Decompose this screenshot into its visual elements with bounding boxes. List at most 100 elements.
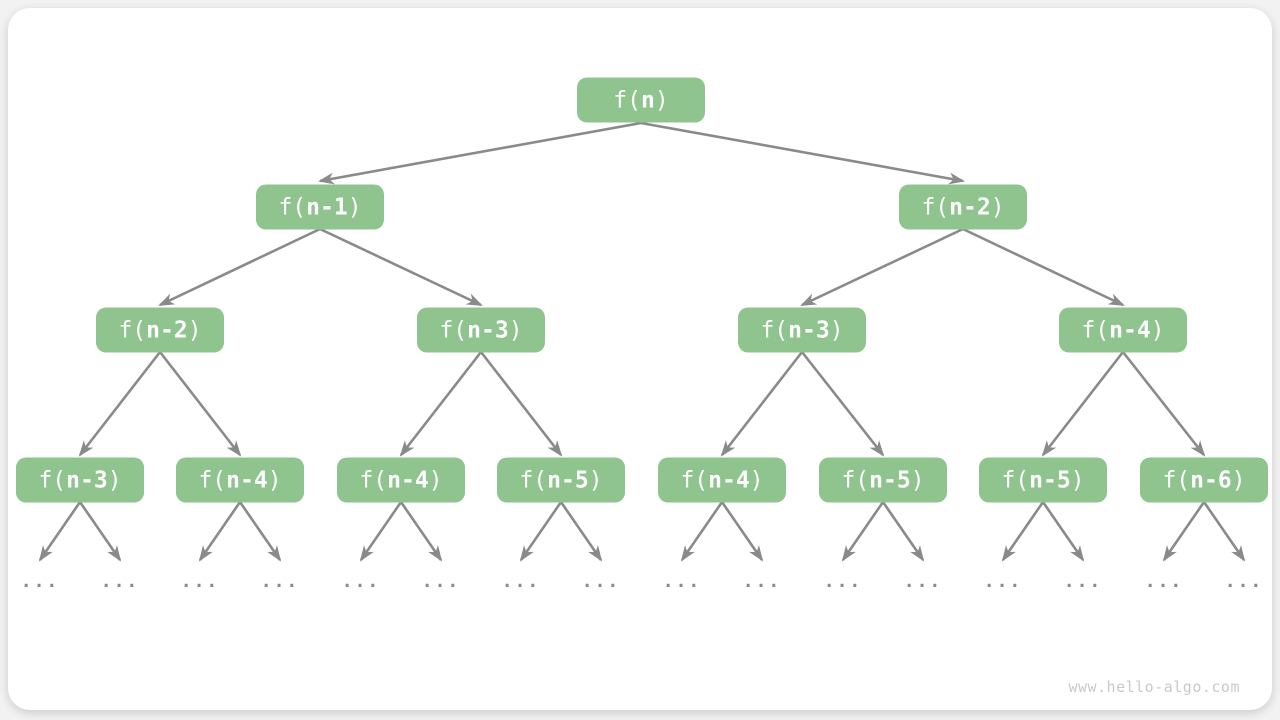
tree-node-l3-0: f(n-2)	[96, 307, 224, 353]
edge-arrow	[1162, 501, 1206, 562]
edge-arrow	[1041, 351, 1125, 457]
edge-arrow	[800, 351, 885, 457]
node-label-prefix: f(	[613, 87, 641, 113]
node-label-prefix: f(	[1081, 317, 1110, 343]
leaf-ellipsis: ...	[823, 571, 863, 592]
leaf-ellipsis: ...	[20, 571, 60, 592]
node-label-prefix: f(	[921, 194, 950, 220]
edge-arrow	[1202, 501, 1246, 562]
node-label-arg: n-4	[226, 467, 268, 493]
leaf-ellipsis: ...	[100, 571, 140, 592]
edge-arrow	[318, 121, 642, 185]
tree-node-l3-2: f(n-3)	[738, 307, 866, 353]
edge-arrow	[78, 351, 162, 457]
node-label-arg: n-1	[306, 194, 348, 220]
edge-arrow	[38, 501, 82, 562]
edge-arrow	[1001, 501, 1045, 562]
edge-arrow	[158, 227, 321, 307]
node-label-arg: n-4	[387, 467, 429, 493]
leaf-ellipsis: ...	[742, 571, 782, 592]
node-label-prefix: f(	[760, 317, 789, 343]
edge-arrow	[559, 501, 603, 562]
node-label-suffix: )	[829, 317, 844, 343]
leaf-ellipsis: ...	[341, 571, 381, 592]
node-label-suffix: )	[428, 467, 443, 493]
node-label-arg: n-2	[949, 194, 991, 220]
node-label-prefix: f(	[198, 467, 227, 493]
tree-node-l3-3: f(n-4)	[1059, 307, 1187, 353]
node-label-arg: n-5	[1029, 467, 1071, 493]
edge-arrow	[198, 501, 242, 562]
node-label-suffix: )	[749, 467, 764, 493]
node-label-suffix: )	[347, 194, 362, 220]
node-label-suffix: )	[508, 317, 523, 343]
node-label-prefix: f(	[359, 467, 388, 493]
edge-arrow	[399, 351, 483, 457]
watermark: www.hello-algo.com	[1068, 678, 1240, 696]
edge-arrow	[720, 351, 804, 457]
edge-arrow	[399, 501, 443, 562]
edge-arrow	[238, 501, 282, 562]
node-label-suffix: )	[1150, 317, 1165, 343]
leaf-ellipsis: ...	[260, 571, 300, 592]
tree-node-l4-2: f(n-4)	[337, 457, 465, 503]
edge-arrow	[841, 501, 885, 562]
node-label-suffix: )	[588, 467, 603, 493]
leaf-ellipsis: ...	[903, 571, 943, 592]
edge-arrow	[800, 227, 964, 307]
tree-node-l2-0: f(n-1)	[256, 184, 384, 230]
node-label-arg: n-3	[788, 317, 830, 343]
leaf-ellipsis: ...	[1224, 571, 1264, 592]
node-label-suffix: )	[910, 467, 925, 493]
node-label-arg: n-4	[1109, 317, 1151, 343]
node-label-prefix: f(	[118, 317, 147, 343]
node-label-arg: n	[640, 87, 655, 113]
node-label-arg: n-3	[467, 317, 509, 343]
leaf-ellipsis: ...	[1144, 571, 1184, 592]
node-label-suffix: )	[187, 317, 202, 343]
node-label-arg: n-6	[1190, 467, 1232, 493]
node-label-suffix: )	[1231, 467, 1246, 493]
node-label-prefix: f(	[1001, 467, 1030, 493]
leaf-ellipsis: ...	[983, 571, 1023, 592]
node-label-suffix: )	[990, 194, 1005, 220]
edge-arrow	[359, 501, 403, 562]
node-label-arg: n-3	[66, 467, 108, 493]
tree-node-l4-1: f(n-4)	[176, 457, 304, 503]
node-label-prefix: f(	[439, 317, 468, 343]
node-label-prefix: f(	[680, 467, 709, 493]
edge-arrow	[158, 351, 242, 457]
edge-arrow	[640, 121, 965, 185]
node-label-suffix: )	[654, 87, 669, 113]
tree-node-l4-4: f(n-4)	[658, 457, 786, 503]
node-label-arg: n-5	[869, 467, 911, 493]
edge-arrow	[1121, 351, 1206, 457]
leaf-ellipsis: ...	[1063, 571, 1103, 592]
node-label-prefix: f(	[519, 467, 548, 493]
node-label-suffix: )	[1070, 467, 1085, 493]
tree-node-l4-0: f(n-3)	[16, 457, 144, 503]
node-label-suffix: )	[107, 467, 122, 493]
tree-node-l4-3: f(n-5)	[497, 457, 625, 503]
leaf-ellipsis: ...	[501, 571, 541, 592]
tree-node-l1-0: f(n)	[577, 77, 705, 123]
node-label-arg: n-2	[146, 317, 188, 343]
edge-arrow	[319, 227, 483, 307]
edge-arrow	[78, 501, 122, 562]
edge-arrow	[479, 351, 563, 457]
tree-node-l4-6: f(n-5)	[979, 457, 1107, 503]
edge-arrow	[720, 501, 764, 562]
tree-node-l4-7: f(n-6)	[1140, 457, 1268, 503]
node-label-arg: n-5	[547, 467, 589, 493]
leaf-ellipsis: ...	[421, 571, 461, 592]
edge-arrow	[1041, 501, 1085, 562]
node-label-prefix: f(	[278, 194, 307, 220]
tree-node-l4-5: f(n-5)	[819, 457, 947, 503]
node-label-prefix: f(	[841, 467, 870, 493]
node-label-arg: n-4	[708, 467, 750, 493]
tree-node-l2-1: f(n-2)	[899, 184, 1027, 230]
edge-arrow	[881, 501, 925, 562]
leaf-ellipsis: ...	[180, 571, 220, 592]
